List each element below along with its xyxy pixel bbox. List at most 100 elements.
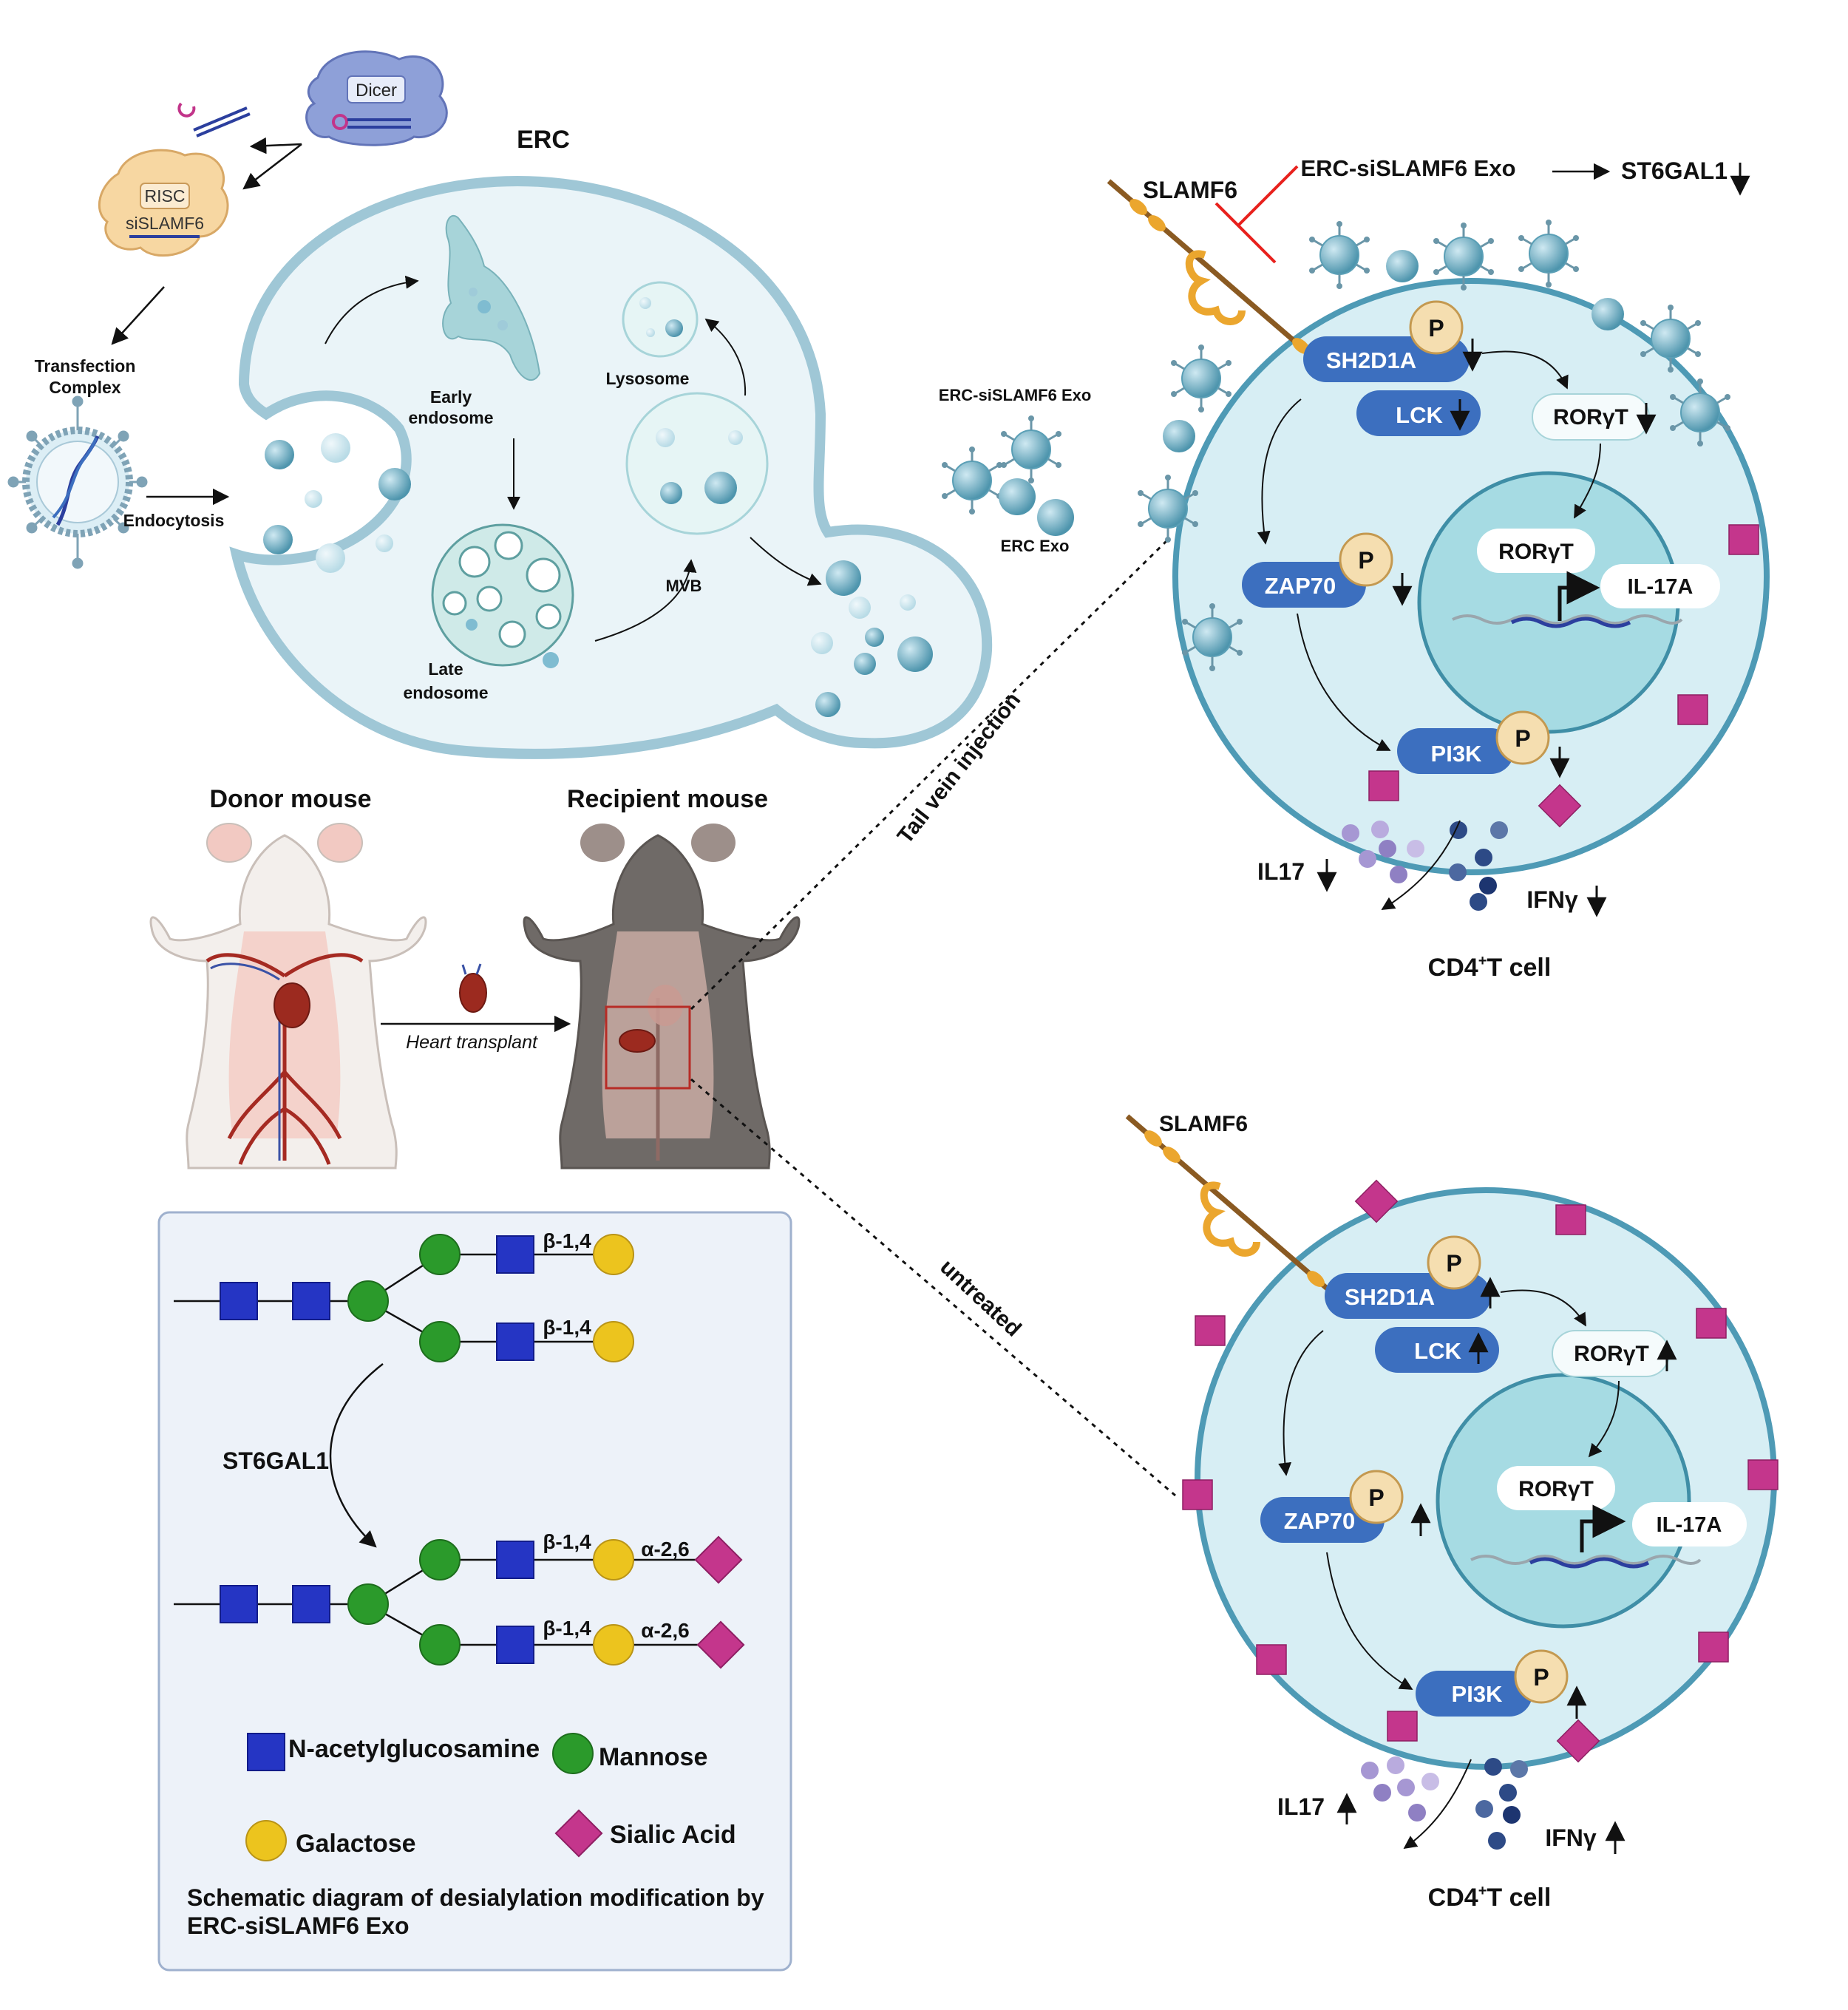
treated-rorgt-nuc-pill — [1477, 529, 1595, 573]
mvb — [625, 392, 769, 535]
endocytosis-vesicles — [263, 433, 411, 573]
untreated-il17a-label: IL-17A — [1657, 1513, 1722, 1537]
arrow-to-zap70 — [1257, 398, 1302, 545]
arrow-dicer-to-sirna — [249, 137, 302, 155]
treated-pi3k-label: PI3K — [1431, 741, 1483, 767]
untreated-arrow-to-zap70 — [1278, 1330, 1324, 1476]
treated-dna — [1452, 614, 1683, 628]
recipient-mouse — [523, 824, 801, 1169]
erc-exo-label: ERC Exo — [1001, 537, 1070, 555]
treated-sh2d1a-p: P — [1428, 315, 1444, 342]
legend-nag-icon — [247, 1733, 285, 1771]
treated-t-cell: SLAMF6 ERC-siSLAMF6 Exo ST6GAL1 SH2D1A P… — [1107, 155, 1770, 875]
treated-pi3k-pill — [1397, 728, 1514, 774]
untreated-slamf6-label: SLAMF6 — [1159, 1112, 1248, 1136]
treated-sh2d1a-label: SH2D1A — [1326, 347, 1416, 373]
glycan-after: β-1,4 β-1,4 α-2,6 α-2,6 — [174, 1530, 745, 1669]
untreated-zap70-p: P — [1368, 1484, 1384, 1511]
glycan-after-b14-lower: β-1,4 — [543, 1617, 591, 1640]
glycan-panel — [157, 1211, 792, 1972]
dicer-complex: Dicer — [305, 50, 448, 146]
arrow-rorgt-to-nucleus — [1574, 443, 1601, 519]
st6gal1-label: ST6GAL1 — [1621, 157, 1728, 184]
treated-secretion-arrow — [1381, 820, 1461, 910]
glycan-caption-2: ERC-siSLAMF6 Exo — [187, 1912, 409, 1939]
arrow-dicer-to-risc — [242, 143, 302, 190]
arrow-to-lysosome — [704, 318, 747, 396]
untreated-secretion-arrow — [1403, 1759, 1472, 1850]
untreated-arrow-to-pi3k — [1326, 1552, 1413, 1690]
st6gal1-reaction-arrow — [329, 1363, 384, 1548]
treated-lck-pill — [1356, 390, 1481, 436]
treated-zap70-p: P — [1358, 547, 1373, 574]
glycan-before: β-1,4 β-1,4 — [174, 1229, 634, 1362]
treated-slamf6-receptor — [1107, 179, 1325, 368]
late-endosome — [431, 523, 574, 668]
untreated-sh2d1a-label: SH2D1A — [1345, 1284, 1435, 1310]
legend-nag-label: N-acetylglucosamine — [288, 1735, 540, 1763]
untreated-rorgt-nuc-pill — [1497, 1466, 1615, 1510]
treated-zap70-phospho — [1339, 532, 1393, 587]
erc-title: ERC — [517, 126, 570, 154]
dotted-line-untreated — [690, 1078, 1176, 1497]
untreated-il17a-pill — [1632, 1502, 1747, 1546]
untreated-sh2d1a-phospho — [1427, 1235, 1481, 1290]
untreated-cell-label: CD4+T cell — [1428, 1883, 1552, 1912]
cleaved-sirna-icon — [177, 102, 251, 137]
legend-mannose-label: Mannose — [599, 1743, 707, 1771]
treated-zap70-label: ZAP70 — [1265, 573, 1336, 599]
untreated-rorgt-cyto-label: RORγT — [1574, 1342, 1649, 1366]
untreated-pi3k-phospho — [1514, 1649, 1569, 1704]
erc-cell — [229, 175, 993, 759]
untreated-rorgt-nuc-label: RORγT — [1518, 1477, 1594, 1501]
dicer-label: Dicer — [356, 81, 397, 101]
treated-il17a-pill — [1600, 564, 1720, 608]
legend-sialic-label: Sialic Acid — [610, 1821, 736, 1849]
treated-slamf6-label: SLAMF6 — [1143, 177, 1237, 203]
glycan-after-b14-upper: β-1,4 — [543, 1530, 591, 1553]
arrow-to-mvb — [594, 559, 697, 642]
donor-mouse — [149, 823, 427, 1169]
untreated-arrow-to-rorgt — [1500, 1289, 1586, 1327]
endocytosis-label: Endocytosis — [123, 511, 225, 530]
treated-inhibitor-label: ERC-siSLAMF6 Exo — [1300, 155, 1515, 181]
arrow-to-early-endosome — [325, 275, 419, 344]
arrow-risc-to-complex — [111, 286, 165, 345]
lysosome-label: Lysosome — [606, 369, 690, 388]
arrow-to-pi3k — [1297, 613, 1391, 751]
untreated-pi3k-label: PI3K — [1452, 1681, 1504, 1707]
released-vesicles — [811, 560, 933, 717]
early-endosome — [442, 214, 541, 381]
legend-mannose-icon — [552, 1733, 594, 1774]
treated-il17a-label: IL-17A — [1628, 575, 1694, 599]
untreated-cytokines — [1361, 1756, 1528, 1850]
early-endosome-label-1: Early — [430, 387, 472, 407]
glycan-before-b14-upper: β-1,4 — [543, 1229, 591, 1252]
recipient-mouse-label: Recipient mouse — [567, 785, 768, 813]
transfection-label-1: Transfection — [35, 356, 136, 376]
late-endosome-label-2: endosome — [403, 683, 488, 702]
arrow-to-rorgt — [1481, 350, 1569, 390]
transfection-label-2: Complex — [49, 378, 120, 397]
dicer-label-box — [347, 75, 406, 103]
untreated-sh2d1a-p: P — [1446, 1250, 1461, 1277]
untreated-il17-label: IL17 — [1277, 1793, 1325, 1820]
early-endosome-label-2: endosome — [408, 408, 493, 427]
treated-cytokines — [1342, 821, 1508, 911]
inhibition-bar — [1215, 165, 1299, 264]
dicer-rna-icon — [332, 114, 411, 130]
untreated-lck-pill — [1375, 1327, 1499, 1373]
transplant-site-box — [605, 1005, 691, 1090]
risc-label: RISC — [145, 186, 186, 206]
treated-ifng-label: IFNγ — [1526, 886, 1578, 913]
treated-pi3k-p: P — [1515, 725, 1530, 752]
erc-sislamf6-exo-label: ERC-siSLAMF6 Exo — [939, 386, 1092, 404]
recipient-heart — [619, 1029, 656, 1053]
legend-galactose-label: Galactose — [296, 1830, 416, 1858]
glycan-caption-1: Schematic diagram of desialylation modif… — [187, 1884, 764, 1911]
treated-lck-label: LCK — [1396, 402, 1443, 428]
untreated-pi3k-p: P — [1533, 1664, 1549, 1691]
untreated-zap70-phospho — [1349, 1470, 1404, 1524]
donor-mouse-label: Donor mouse — [209, 785, 371, 813]
